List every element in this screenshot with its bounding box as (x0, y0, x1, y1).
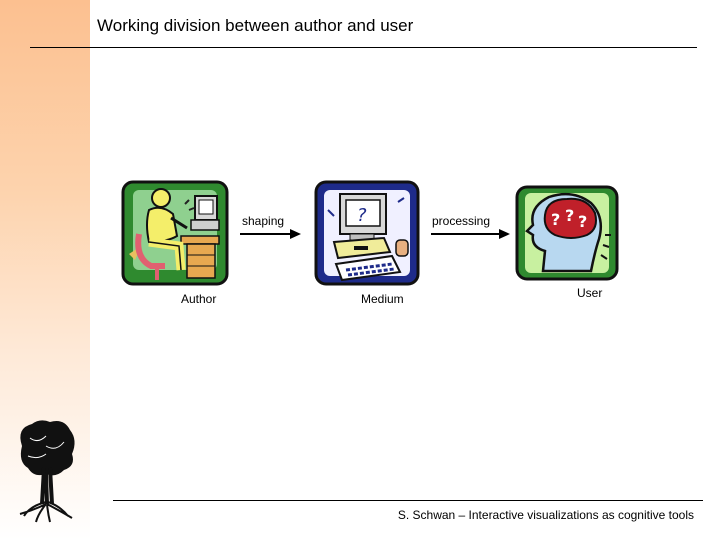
computer-question-icon: ? (314, 180, 420, 286)
svg-text:?: ? (357, 205, 367, 226)
footer-credit: S. Schwan – Interactive visualizations a… (397, 508, 694, 522)
person-at-computer-icon (121, 180, 229, 286)
head-thinking-icon: ? ? ? (515, 185, 619, 281)
title-divider (30, 47, 697, 48)
shaping-arrow (240, 229, 301, 239)
processing-label: processing (432, 214, 491, 228)
footer-divider (113, 500, 703, 501)
svg-text:?: ? (551, 210, 560, 229)
svg-text:?: ? (565, 206, 574, 225)
author-label: Author (181, 292, 217, 306)
processing-arrow (431, 229, 510, 239)
slide-title: Working division between author and user (97, 16, 414, 35)
medium-label: Medium (361, 292, 404, 306)
shaping-label: shaping (242, 214, 285, 228)
tree-icon (16, 418, 78, 524)
svg-text:?: ? (578, 212, 587, 231)
user-label: User (577, 286, 603, 300)
